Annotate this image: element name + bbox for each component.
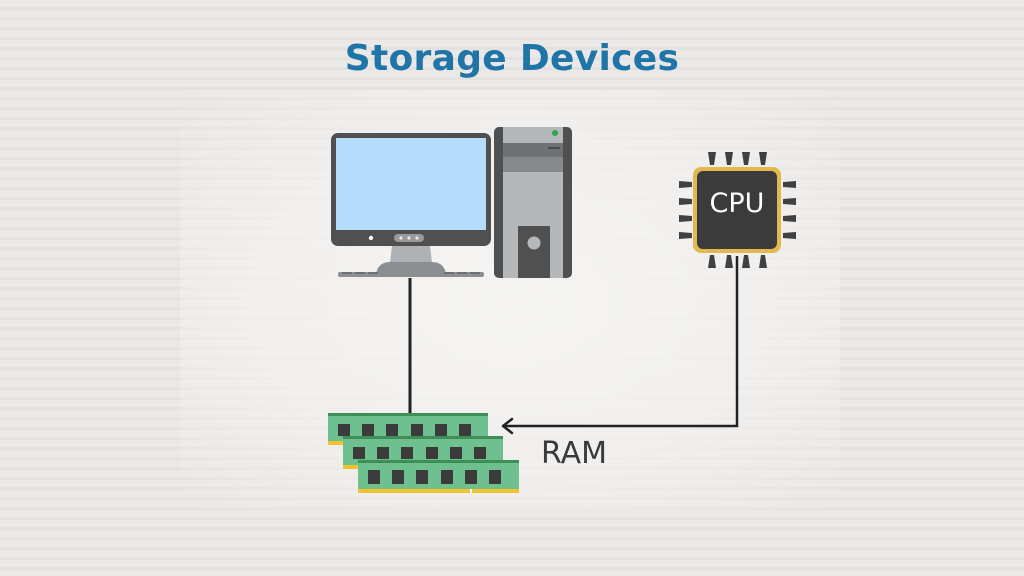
- cpu-chip-icon: [679, 152, 796, 268]
- page-title: Storage Devices: [344, 38, 680, 79]
- ram-module: [358, 460, 519, 493]
- cpu-label: CPU: [709, 188, 765, 219]
- ram-label: RAM: [541, 436, 608, 471]
- computer-tower-icon: [494, 127, 572, 278]
- cpu-to-ram-arrow: [501, 256, 739, 435]
- ram-modules-icon: [328, 413, 519, 493]
- desktop-computer-icon: [331, 133, 491, 277]
